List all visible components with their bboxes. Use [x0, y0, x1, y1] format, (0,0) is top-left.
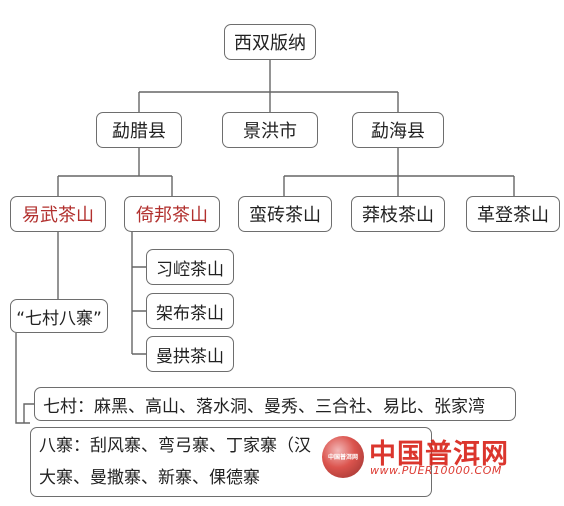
- bazhai-list-line-2: 大寨、曼撒寨、新寨、倮德寨: [39, 468, 260, 488]
- watermark-logo-text: 中国普洱网: [327, 454, 358, 461]
- qicun-bazhai-node: “七村八寨”: [10, 299, 108, 333]
- mountain-label-manzhuan: 蛮砖茶山: [249, 205, 321, 226]
- mountain-node-yiwu: 易武茶山: [10, 196, 106, 232]
- connector-menglaxian-to-mountains: [57, 148, 173, 196]
- root-label: 西双版纳: [234, 33, 306, 54]
- bazhai-list-line-1: 八寨：刮风寨、弯弓寨、丁家寨（汉: [39, 436, 311, 456]
- county-label-jinghong: 景洪市: [243, 121, 297, 142]
- county-label-menghai: 勐海县: [371, 121, 425, 142]
- submountain-node-xikong: 习崆茶山: [146, 249, 234, 285]
- mountain-label-mangzhi: 莽枝茶山: [362, 205, 434, 226]
- bazhai-list-node: 八寨：刮风寨、弯弓寨、丁家寨（汉 大寨、曼撒寨、新寨、倮德寨: [30, 427, 432, 497]
- qicun-list-text: 七村：麻黑、高山、落水洞、曼秀、三合社、易比、张家湾: [43, 396, 485, 417]
- mountain-node-gedeng: 革登茶山: [466, 196, 560, 232]
- county-node-jinghong: 景洪市: [222, 112, 318, 148]
- submountain-node-mangong: 曼拱茶山: [146, 336, 234, 372]
- mountain-node-yibang: 倚邦茶山: [124, 196, 220, 232]
- watermark-title: 中国普洱网: [369, 439, 509, 470]
- qicun-list-node: 七村：麻黑、高山、落水洞、曼秀、三合社、易比、张家湾: [34, 387, 516, 421]
- connector-menghaixian-to-mountains: [283, 148, 515, 196]
- mountain-label-yiwu: 易武茶山: [22, 205, 94, 226]
- mountain-node-mangzhi: 莽枝茶山: [351, 196, 445, 232]
- watermark-url: www.PUER10000.COM: [370, 464, 502, 477]
- mountain-label-yibang: 倚邦茶山: [136, 205, 208, 226]
- mountain-node-manzhuan: 蛮砖茶山: [238, 196, 332, 232]
- watermark: 中国普洱网 中国普洱网 www.PUER10000.COM: [322, 434, 558, 480]
- submountain-label-xikong: 习崆茶山: [156, 259, 224, 280]
- watermark-logo-icon: 中国普洱网: [322, 436, 364, 478]
- mountain-label-gedeng: 革登茶山: [477, 205, 549, 226]
- submountain-label-mangong: 曼拱茶山: [156, 346, 224, 367]
- county-label-mengla: 勐腊县: [112, 121, 166, 142]
- connector-root-to-counties: [138, 60, 399, 112]
- root-node: 西双版纳: [224, 24, 316, 60]
- county-node-menghai: 勐海县: [352, 112, 444, 148]
- county-node-mengla: 勐腊县: [96, 112, 182, 148]
- submountain-label-jiabu: 架布茶山: [156, 303, 224, 324]
- qicun-bazhai-label: “七村八寨”: [16, 308, 102, 329]
- submountain-node-jiabu: 架布茶山: [146, 293, 234, 329]
- connector-qicunbazhai-to-lists: [15, 333, 34, 424]
- connector-yibang-to-submountains: [131, 232, 146, 355]
